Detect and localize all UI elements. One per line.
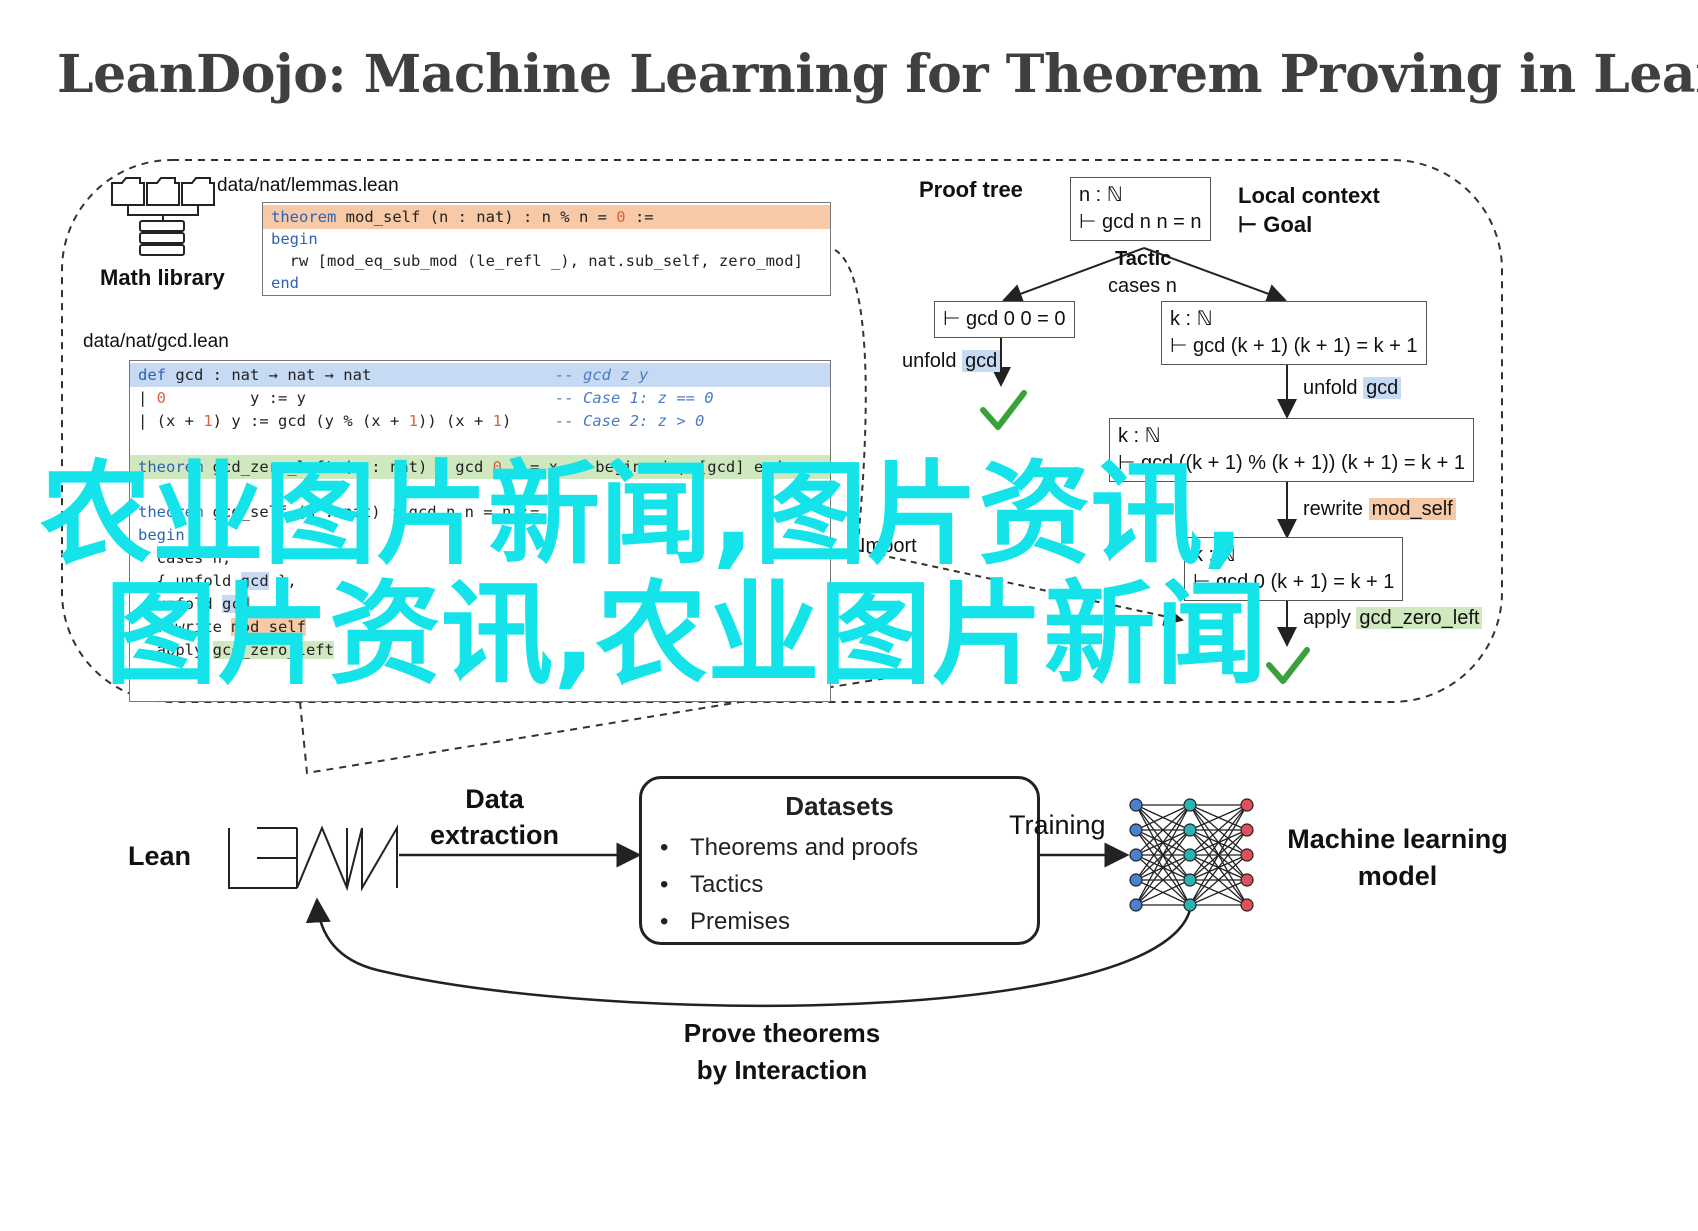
code-line: def gcd : nat → nat → nat-- gcd z y xyxy=(130,363,830,387)
code-line: { unfold gcd }, xyxy=(138,572,297,590)
code-line: rewrite mod_self xyxy=(138,618,306,636)
network-node xyxy=(1129,898,1143,912)
database-icon xyxy=(127,205,199,256)
network-edge xyxy=(1135,804,1191,856)
gcd-code-box: def gcd : nat → nat → nat-- gcd z y | 0 … xyxy=(129,360,831,702)
network-edge xyxy=(1189,804,1248,831)
lemmas-file-label: data/nat/lemmas.lean xyxy=(217,175,399,196)
lean-logo-icon xyxy=(228,824,398,892)
neural-network-icon xyxy=(1129,798,1254,912)
network-edge xyxy=(1135,854,1191,906)
datasets-box: Datasets Theorems and proofs Tactics Pre… xyxy=(639,776,1040,945)
network-node xyxy=(1129,823,1143,837)
unfold-right-label: unfold gcd xyxy=(1303,377,1402,400)
network-edge xyxy=(1189,804,1248,856)
interaction-arrow xyxy=(305,897,1192,1008)
code-line: cases n, xyxy=(138,549,232,567)
apply-label: apply gcd_zero_left xyxy=(1303,607,1483,630)
network-node xyxy=(1240,823,1254,837)
network-node xyxy=(1129,873,1143,887)
diagram-lines xyxy=(61,159,1503,1008)
gcd-file-label: data/nat/gcd.lean xyxy=(83,331,229,352)
network-edge xyxy=(1189,804,1248,881)
root-goal-node: n : ℕ ⊢ gcd n n = n xyxy=(1070,177,1211,241)
datasets-list: Theorems and proofs Tactics Premises xyxy=(660,829,918,940)
tactic-cases-label: cases n xyxy=(1108,275,1177,297)
proof-tree-label: Proof tree xyxy=(919,177,1023,202)
code-line: begin xyxy=(271,230,318,248)
list-item: Premises xyxy=(660,903,918,940)
prove-theorems-label: Prove theorems by Interaction xyxy=(683,1018,881,1085)
code-line: rw [mod_eq_sub_mod (le_refl _), nat.sub_… xyxy=(271,252,803,270)
network-node xyxy=(1240,798,1254,812)
unfold-left-label: unfold gcd xyxy=(902,350,1001,373)
network-edge xyxy=(1135,804,1191,906)
network-node xyxy=(1129,798,1143,812)
tactic-label: Tactic xyxy=(1115,248,1172,270)
network-edge xyxy=(1135,879,1191,906)
network-node xyxy=(1183,798,1197,812)
network-node xyxy=(1183,873,1197,887)
list-item: Theorems and proofs xyxy=(660,829,918,866)
network-edge xyxy=(1189,879,1248,906)
callout-pointer xyxy=(299,672,918,775)
page-title: LeanDojo: Machine Learning for Theorem P… xyxy=(57,44,1698,105)
network-node xyxy=(1183,898,1197,912)
tree-edge-right xyxy=(1143,247,1287,304)
folder-icon xyxy=(111,177,215,206)
code-line: theorem gcd_zero_left (x : nat) : gcd 0 … xyxy=(130,455,830,479)
lemmas-code-box: theorem mod_self (n : nat) : n % n = 0 :… xyxy=(262,202,831,296)
network-edge xyxy=(1135,829,1191,906)
network-node xyxy=(1183,823,1197,837)
network-node xyxy=(1183,848,1197,862)
math-library-label: Math library xyxy=(100,265,225,290)
rewrite-label: rewrite mod_self xyxy=(1303,498,1456,521)
ml-model-label: Machine learning model xyxy=(1287,824,1508,891)
network-edge xyxy=(1189,804,1248,906)
mid-goal-node: k : ℕ ⊢ gcd ((k + 1) % (k + 1)) (k + 1) … xyxy=(1109,418,1474,482)
network-node xyxy=(1129,848,1143,862)
right-goal-node: k : ℕ ⊢ gcd (k + 1) (k + 1) = k + 1 xyxy=(1161,301,1427,365)
import-label: Import xyxy=(860,535,917,557)
code-line: end xyxy=(271,274,299,292)
check-icon-right xyxy=(1266,647,1310,684)
network-node xyxy=(1240,873,1254,887)
code-line: | 0 y := y-- Case 1: z == 0 xyxy=(138,389,714,407)
import-arc xyxy=(834,249,867,551)
lean-label: Lean xyxy=(128,841,192,871)
list-item: Tactics xyxy=(660,866,918,903)
check-icon-left xyxy=(980,390,1027,430)
network-edge xyxy=(1189,854,1248,906)
code-line: begin xyxy=(138,526,185,544)
data-extraction-label: Data extraction xyxy=(429,784,560,850)
network-edge xyxy=(1189,829,1248,906)
datasets-title: Datasets xyxy=(785,791,894,821)
code-line: unfold gcd xyxy=(138,595,250,613)
tree-edge-left xyxy=(1002,247,1145,304)
last-goal-node: k : ℕ ⊢ gcd 0 (k + 1) = k + 1 xyxy=(1184,537,1404,601)
code-line: theorem gcd_self (n : nat) : gcd n n = n… xyxy=(138,503,540,521)
network-node xyxy=(1240,848,1254,862)
legend: Local context ⊢ Goal xyxy=(1238,183,1380,237)
code-line: apply gcd_zero_left xyxy=(138,641,334,659)
leandojo-diagram: Math library data/nat/lemmas.lean data/n… xyxy=(57,155,1657,1195)
code-line: theorem mod_self (n : nat) : n % n = 0 :… xyxy=(263,205,830,229)
network-edge xyxy=(1135,804,1191,881)
training-label: Training xyxy=(1009,810,1106,840)
callout-border xyxy=(61,159,1503,703)
network-node xyxy=(1240,898,1254,912)
import-arrow xyxy=(856,549,1184,626)
left-goal-node: ⊢ gcd 0 0 = 0 xyxy=(934,301,1075,338)
code-line: | (x + 1) y := gcd (y % (x + 1)) (x + 1)… xyxy=(138,412,705,430)
network-edge xyxy=(1135,804,1191,831)
